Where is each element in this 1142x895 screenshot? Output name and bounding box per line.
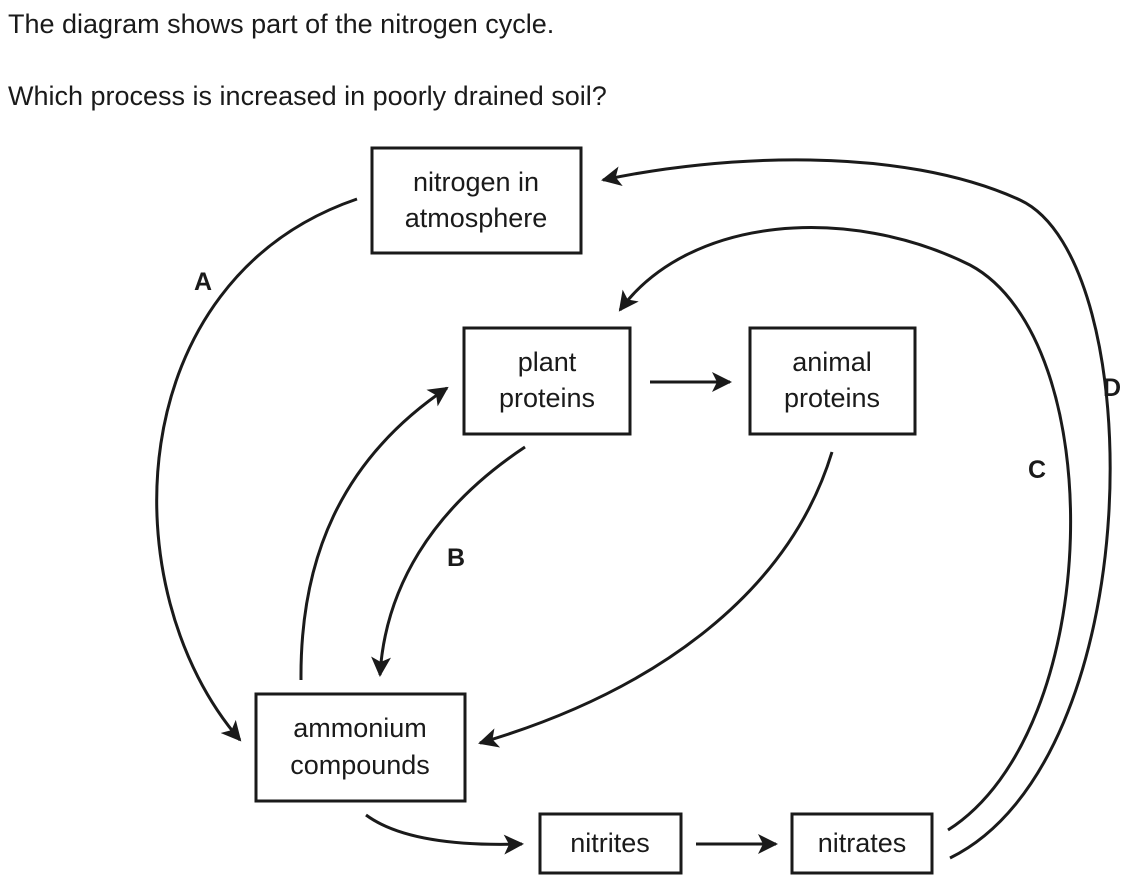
label-d: D bbox=[1103, 374, 1121, 402]
box-nitrogen-in-atmosphere: nitrogen in atmosphere bbox=[370, 146, 583, 255]
box-nitrogen-line1: nitrogen in bbox=[413, 167, 539, 197]
ammonium-to-nitrites-arrow bbox=[365, 813, 524, 855]
question-prompt: Which process is increased in poorly dra… bbox=[8, 81, 607, 111]
label-a: A bbox=[194, 268, 212, 296]
label-c: C bbox=[1028, 456, 1046, 484]
box-nitrates-line1: nitrates bbox=[818, 828, 907, 858]
box-ammonium-line1: ammonium bbox=[293, 713, 427, 743]
process-a-arrow bbox=[155, 197, 358, 742]
process-c-arrow bbox=[618, 226, 1073, 832]
process-b-arrow bbox=[371, 445, 526, 677]
box-animal-line1: animal bbox=[792, 347, 872, 377]
question-intro: The diagram shows part of the nitrogen c… bbox=[8, 9, 555, 39]
box-ammonium-line2: compounds bbox=[290, 750, 430, 780]
label-b: B bbox=[447, 544, 465, 572]
box-nitrites-line1: nitrites bbox=[570, 828, 650, 858]
box-ammonium-compounds: ammonium compounds bbox=[254, 692, 467, 803]
process-d-arrow bbox=[601, 158, 1112, 860]
box-plant-line1: plant bbox=[518, 347, 577, 377]
box-nitrites: nitrites bbox=[538, 812, 683, 875]
box-nitrates: nitrates bbox=[790, 812, 934, 875]
box-plant-proteins: plant proteins bbox=[462, 326, 632, 436]
box-nitrogen-line2: atmosphere bbox=[405, 203, 548, 233]
box-plant-line2: proteins bbox=[499, 383, 595, 413]
animal-to-ammonium-arrow bbox=[478, 451, 834, 748]
ammonium-to-plant-arrow bbox=[299, 386, 449, 681]
box-animal-proteins: animal proteins bbox=[748, 326, 917, 436]
box-animal-line2: proteins bbox=[784, 383, 880, 413]
